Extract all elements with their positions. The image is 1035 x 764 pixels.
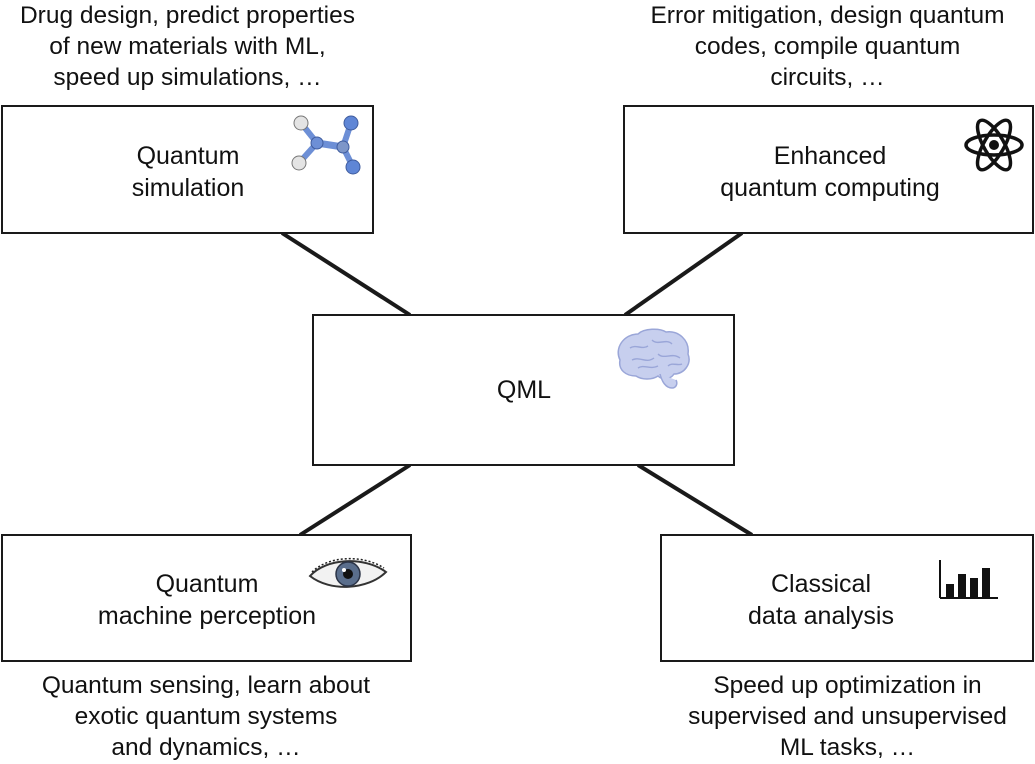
- eye-icon: [308, 558, 388, 588]
- node-title: Quantum machine perception: [97, 570, 317, 630]
- connector-simulation: [280, 231, 412, 317]
- node-title: Classical data analysis: [748, 570, 894, 630]
- node-title: Enhanced quantum computing: [720, 142, 940, 202]
- caption-computing: Error mitigation, design quantum codes, …: [650, 2, 1005, 91]
- connector-analysis: [636, 463, 754, 537]
- caption-perception: Quantum sensing, learn about exotic quan…: [41, 672, 371, 761]
- node-quantum-simulation: Quantum simulation: [1, 105, 374, 234]
- bar-chart-icon: [939, 560, 998, 599]
- molecule-icon: [291, 115, 361, 175]
- node-enhanced-quantum-computing: Enhanced quantum computing: [623, 105, 1034, 234]
- brain-icon: [617, 328, 690, 389]
- connector-perception: [298, 463, 412, 537]
- caption-analysis: Speed up optimization in supervised and …: [688, 672, 1007, 761]
- node-title: Quantum simulation: [131, 142, 245, 202]
- node-classical-data-analysis: Classical data analysis: [660, 534, 1034, 662]
- node-quantum-machine-perception: Quantum machine perception: [1, 534, 412, 662]
- node-qml-center: QML: [312, 314, 735, 466]
- center-title: QML: [496, 376, 552, 404]
- connector-computing: [623, 231, 744, 317]
- caption-simulation: Drug design, predict properties of new m…: [19, 2, 355, 91]
- atom-icon: [964, 118, 1024, 172]
